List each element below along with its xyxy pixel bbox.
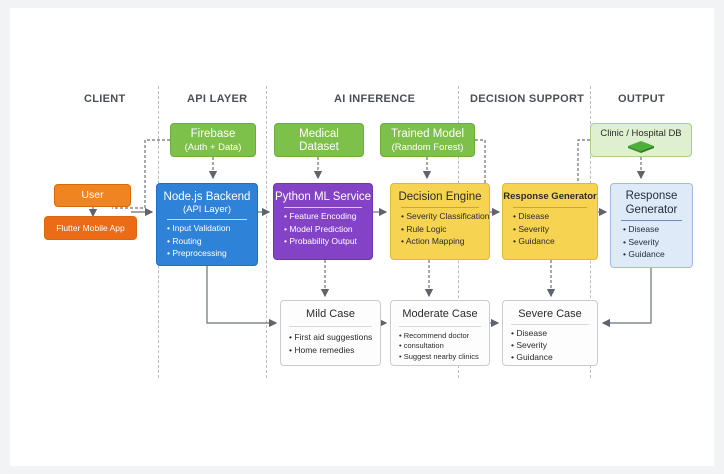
firebase-box: Firebase (Auth + Data) [170, 123, 256, 157]
divider [284, 207, 362, 208]
medical-dataset-box: Medical Dataset [274, 123, 364, 157]
list-item: Guidance [511, 351, 597, 363]
model-to-response-link [475, 139, 486, 183]
flutter-app-box: Flutter Mobile App [44, 216, 137, 240]
output-title-line1: Response [625, 190, 678, 202]
list-item: Probability Output [284, 235, 372, 248]
list-item: Severity Classification [401, 210, 489, 223]
ml-service-title: Python ML Service [274, 191, 372, 203]
decision-engine-title: Decision Engine [398, 191, 482, 203]
python-ml-service-box: Python ML Service Feature Encoding Model… [273, 183, 373, 260]
clinic-db-title: Clinic / Hospital DB [600, 128, 682, 139]
column-divider [266, 86, 267, 378]
backend-to-mild-arrow [206, 266, 278, 328]
firebase-subtitle: (Auth + Data) [184, 142, 242, 153]
response-to-severe-arrow [601, 268, 652, 328]
list-item: Home remedies [289, 344, 380, 357]
list-item: Disease [511, 327, 597, 339]
divider [399, 326, 481, 327]
column-title-api-layer: API LAYER [187, 93, 248, 105]
backend-title: Node.js Backend [163, 191, 251, 203]
response-generator-title: Response Generator [503, 191, 597, 202]
output-title-line2: Generator [625, 204, 678, 216]
column-title-ai-inference: AI INFERENCE [334, 93, 416, 105]
mild-case-title: Mild Case [306, 308, 355, 320]
list-item: Feature Encoding [284, 210, 372, 223]
list-item: Guidance [513, 235, 597, 248]
list-item: Model Prediction [284, 223, 372, 236]
column-title-output: OUTPUT [618, 93, 666, 105]
column-title-client: CLIENT [84, 93, 126, 105]
clinic-db-box: Clinic / Hospital DB [590, 123, 692, 157]
divider [289, 326, 372, 327]
decision-engine-box: Decision Engine Severity Classification … [390, 183, 490, 260]
list-item: Severity [513, 223, 597, 236]
list-item: Disease [513, 210, 597, 223]
medical-dataset-subtitle: Dataset [299, 141, 339, 153]
divider [401, 207, 479, 208]
severe-case-title: Severe Case [518, 308, 582, 320]
list-item: Preprocessing [167, 247, 257, 260]
user-box: User [54, 184, 131, 207]
list-item: Action Mapping [401, 235, 489, 248]
database-icon [628, 141, 654, 153]
medical-dataset-title: Medical [299, 128, 339, 140]
list-item: Severity [511, 339, 597, 351]
response-generator-box: Response Generator Disease Severity Guid… [502, 183, 598, 260]
severe-case-box: Severe Case Disease Severity Guidance [502, 300, 598, 366]
list-item-continuation: consultation [399, 341, 489, 351]
divider [621, 220, 682, 221]
list-item: Disease [623, 223, 692, 236]
firebase-title: Firebase [190, 128, 236, 140]
divider [511, 324, 589, 325]
list-item: Rule Logic [401, 223, 489, 236]
list-item: First aid suggestions [289, 331, 380, 344]
trained-model-title: Trained Model [390, 128, 465, 140]
divider [513, 207, 587, 208]
trained-model-subtitle: (Random Forest) [391, 142, 464, 153]
list-item: Severity [623, 236, 692, 249]
column-title-decision-support: DECISION SUPPORT [470, 93, 585, 105]
trained-model-box: Trained Model (Random Forest) [380, 123, 475, 157]
backend-subtitle: (API Layer) [182, 204, 232, 215]
list-item: Recommend doctor [399, 331, 489, 341]
mild-case-box: Mild Case First aid suggestions Home rem… [280, 300, 381, 366]
list-item: Suggest nearby clinics [399, 351, 489, 363]
list-item: Routing [167, 235, 257, 248]
clinic-to-generator-link [577, 139, 590, 183]
output-response-generator-box: Response Generator Disease Severity Guid… [610, 183, 693, 268]
nodejs-backend-box: Node.js Backend (API Layer) Input Valida… [156, 183, 258, 266]
list-item: Input Validation [167, 222, 257, 235]
firebase-to-user-link [112, 139, 170, 209]
moderate-case-title: Moderate Case [402, 308, 478, 320]
divider [167, 219, 247, 220]
list-item: Guidance [623, 248, 692, 261]
moderate-case-box: Moderate Case Recommend doctor consultat… [390, 300, 490, 366]
